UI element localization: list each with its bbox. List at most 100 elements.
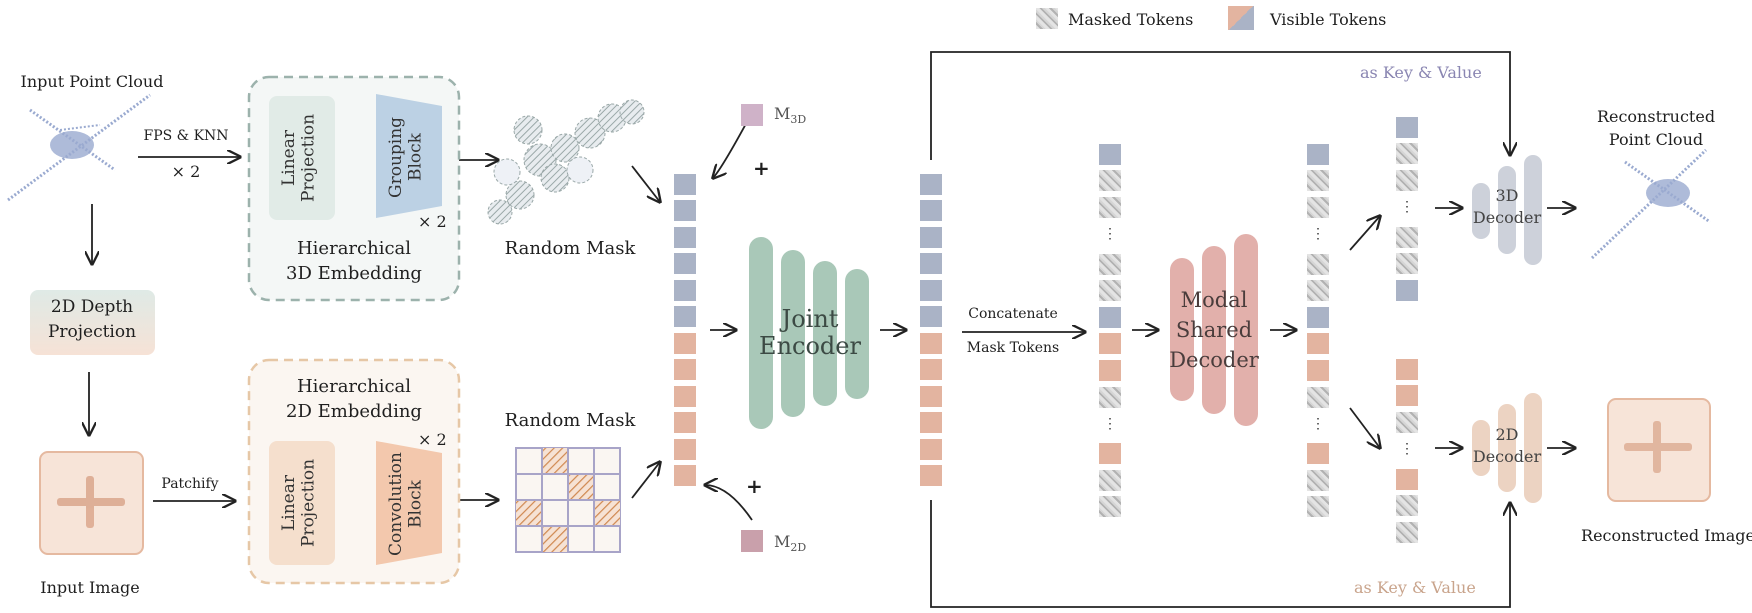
2d-decoder-line2: Decoder: [1472, 447, 1542, 466]
token: [674, 386, 696, 407]
convolution-block-label-box: Convolution Block: [378, 447, 440, 561]
hierarchical-2d-line1: Hierarchical: [296, 376, 412, 397]
depth-projection-line2: Projection: [47, 322, 137, 342]
fps-knn-label: FPS & KNN: [143, 128, 229, 144]
token: [1396, 143, 1418, 164]
grouping-block-label-box: Grouping Block: [378, 100, 440, 214]
token: [1307, 470, 1329, 491]
m3d-token-swatch: [741, 104, 763, 126]
token: [674, 359, 696, 380]
token: [920, 200, 942, 221]
mask-tokens-label: Mask Tokens: [966, 340, 1060, 356]
2d-decoder-line1: 2D: [1495, 425, 1519, 444]
input-image-airplane: [57, 476, 125, 528]
2d-decoder-shape: [1472, 393, 1542, 503]
joint-encoder-line1: Joint: [781, 305, 839, 333]
token: [1396, 117, 1418, 138]
token: [920, 465, 942, 486]
token: [1396, 227, 1418, 248]
depth-projection-box: [30, 290, 155, 355]
token: [920, 280, 942, 301]
token: [674, 412, 696, 433]
token: [674, 439, 696, 460]
token: [1307, 307, 1329, 328]
token: [1396, 495, 1418, 516]
token: [1099, 360, 1121, 381]
modal-line3: Decoder: [1169, 348, 1259, 372]
linear-projection-3d-label: Linear Projection: [279, 113, 319, 203]
token: [1396, 412, 1418, 433]
key-value-top-label: as Key & Value: [1360, 63, 1482, 82]
patchify-label: Patchify: [161, 476, 219, 492]
hierarchical-2d-line2: 2D Embedding: [286, 401, 422, 422]
legend-visible-swatch: [1228, 6, 1254, 30]
ellipsis: ⋮: [1400, 441, 1414, 457]
token: [1099, 470, 1121, 491]
key-value-bottom-label: as Key & Value: [1354, 578, 1476, 597]
token: [1307, 280, 1329, 301]
ellipsis: ⋮: [1311, 416, 1325, 432]
legend-visible-label: Visible Tokens: [1270, 10, 1387, 29]
token: [1307, 360, 1329, 381]
token: [1099, 443, 1121, 464]
linear-projection-3d-box: Linear Projection: [269, 96, 335, 220]
token: [1099, 307, 1121, 328]
linear-projection-2d-label: Linear Projection: [279, 458, 319, 548]
grouping-block-label: Grouping Block: [386, 116, 426, 198]
token: [1396, 385, 1418, 406]
token: [920, 439, 942, 460]
token: [920, 306, 942, 327]
ellipsis: ⋮: [1311, 226, 1325, 242]
token: [1099, 144, 1121, 165]
times-two-label-conv: × 2: [418, 430, 447, 449]
hierarchical-3d-line2: 3D Embedding: [286, 263, 422, 284]
3d-decoder-shape: [1472, 155, 1542, 265]
reconstructed-image-airplane: [1624, 421, 1692, 473]
ellipsis: ⋮: [1103, 416, 1117, 432]
token: [1396, 253, 1418, 274]
left-arrows: [89, 51, 1575, 608]
joint-encoder-line2: Encoder: [759, 332, 861, 360]
token: [1099, 496, 1121, 517]
token: [1396, 170, 1418, 191]
m2d-token-swatch: [741, 530, 763, 552]
3d-decoder-line2: Decoder: [1472, 208, 1542, 227]
token: [1396, 522, 1418, 543]
m3d-subscript: 3D: [790, 113, 807, 127]
joint-encoder-shape: [749, 237, 869, 429]
input-image-label: Input Image: [40, 578, 140, 597]
m2d-label: M2D: [774, 532, 807, 555]
3d-decoder-line1: 3D: [1495, 186, 1519, 205]
depth-projection-line1: 2D Depth: [50, 297, 134, 317]
token: [674, 280, 696, 301]
token: [1099, 170, 1121, 191]
token: [920, 333, 942, 354]
token: [1307, 333, 1329, 354]
token: [1307, 197, 1329, 218]
token: [1099, 197, 1121, 218]
token: [1099, 280, 1121, 301]
token: [1307, 254, 1329, 275]
times-two-label-fps: × 2: [171, 162, 201, 181]
random-mask-point-groups: [487, 99, 645, 225]
token: [674, 200, 696, 221]
convolution-block-label: Convolution Block: [386, 452, 426, 556]
token: [920, 253, 942, 274]
token: [1099, 254, 1121, 275]
token: [1307, 443, 1329, 464]
token: [920, 227, 942, 248]
legend-masked-label: Masked Tokens: [1068, 10, 1194, 29]
token: [920, 386, 942, 407]
random-mask-top-label: Random Mask: [504, 238, 636, 259]
legend-masked-swatch: [1036, 8, 1058, 29]
modal-line2: Shared: [1175, 318, 1253, 342]
times-two-label-grouping: × 2: [418, 212, 447, 231]
reconstructed-point-cloud-line1: Reconstructed: [1596, 107, 1716, 126]
token: [1307, 496, 1329, 517]
input-point-cloud-label: Input Point Cloud: [20, 72, 164, 91]
token: [674, 465, 696, 486]
m2d-subscript: 2D: [790, 541, 807, 555]
ellipsis: ⋮: [1103, 226, 1117, 242]
random-mask-image-grid: [515, 447, 621, 553]
